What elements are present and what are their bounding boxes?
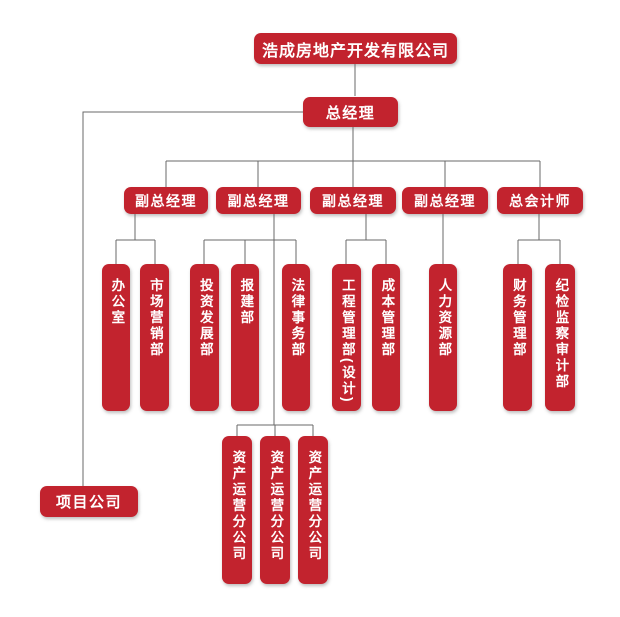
org-node-dept-discipline-audit: 纪检监察审计部 bbox=[545, 264, 575, 411]
org-node-deputy-gm-3: 副总经理 bbox=[310, 187, 396, 214]
dept-label: 法律事务部 bbox=[289, 278, 305, 358]
org-node-branch-asset-operation-1: 资产运营分公司 bbox=[222, 436, 252, 584]
dept-label: 报建部 bbox=[238, 278, 254, 326]
dept-label: 财务管理部 bbox=[510, 278, 526, 358]
org-node-dept-office: 办公室 bbox=[102, 264, 130, 411]
org-node-dept-human-resources: 人力资源部 bbox=[429, 264, 457, 411]
org-node-dept-cost-management: 成本管理部 bbox=[372, 264, 400, 411]
dept-label: 工程管理部(设计) bbox=[339, 278, 355, 404]
org-node-company: 浩成房地产开发有限公司 bbox=[254, 33, 457, 64]
org-node-dept-construction-application: 报建部 bbox=[231, 264, 259, 411]
dept-label: 成本管理部 bbox=[379, 278, 395, 358]
dept-label: 市场营销部 bbox=[147, 278, 163, 358]
branch-label: 资产运营分公司 bbox=[230, 450, 246, 562]
org-node-deputy-gm-1: 副总经理 bbox=[124, 187, 208, 214]
branch-label: 资产运营分公司 bbox=[306, 450, 322, 562]
dept-label: 投资发展部 bbox=[197, 278, 213, 358]
org-node-deputy-gm-4: 副总经理 bbox=[402, 187, 488, 214]
dept-label: 纪检监察审计部 bbox=[553, 278, 569, 390]
dept-label: 办公室 bbox=[109, 278, 125, 326]
org-node-deputy-gm-2: 副总经理 bbox=[216, 187, 301, 214]
org-node-branch-asset-operation-3: 资产运营分公司 bbox=[298, 436, 328, 584]
org-node-chief-accountant: 总会计师 bbox=[497, 187, 583, 214]
org-node-general-manager: 总经理 bbox=[303, 97, 398, 127]
org-node-project-company: 项目公司 bbox=[40, 486, 138, 517]
org-node-dept-engineering-management: 工程管理部(设计) bbox=[332, 264, 361, 411]
org-node-branch-asset-operation-2: 资产运营分公司 bbox=[260, 436, 290, 584]
org-node-dept-investment-development: 投资发展部 bbox=[190, 264, 219, 411]
branch-label: 资产运营分公司 bbox=[268, 450, 284, 562]
org-node-dept-legal-affairs: 法律事务部 bbox=[282, 264, 310, 411]
org-node-dept-marketing: 市场营销部 bbox=[140, 264, 169, 411]
dept-label: 人力资源部 bbox=[436, 278, 452, 358]
org-node-dept-finance-management: 财务管理部 bbox=[503, 264, 532, 411]
